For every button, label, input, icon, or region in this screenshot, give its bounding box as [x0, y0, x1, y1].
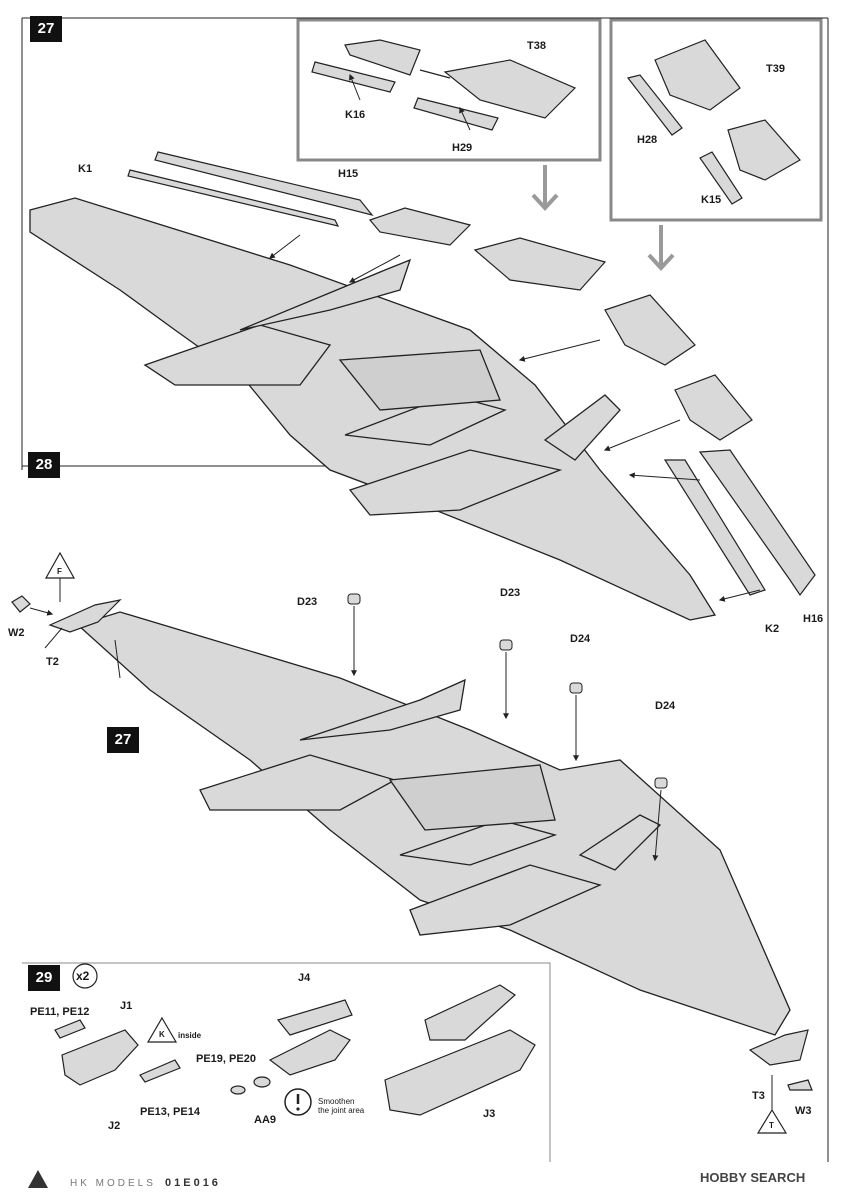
footer-brand: HK MODELS	[70, 1178, 156, 1189]
part-j2: J2	[108, 1120, 121, 1132]
part-pe19-pe20: PE19, PE20	[196, 1053, 256, 1065]
part-d24-b: D24	[655, 700, 676, 712]
smoothen-note-line1: Smoothen	[318, 1097, 355, 1106]
part-w3: W3	[795, 1105, 812, 1117]
hobby-search-watermark: HOBBY SEARCH	[700, 1170, 806, 1185]
inset-right-flap-parts	[626, 39, 801, 205]
step27-flaps	[127, 151, 816, 597]
part-t3: T3	[752, 1090, 765, 1102]
part-pe11-pe12: PE11, PE12	[30, 1006, 90, 1018]
step28-d-parts	[347, 593, 668, 789]
part-j3: J3	[483, 1108, 496, 1120]
step29-frame	[22, 962, 551, 1162]
part-k16: K16	[345, 109, 366, 121]
step27-arrows	[269, 234, 761, 602]
part-k15: K15	[701, 194, 722, 206]
footer-code: 01E016	[165, 1177, 221, 1189]
part-h28: H28	[637, 134, 658, 146]
part-t2: T2	[46, 656, 59, 668]
part-w2: W2	[8, 627, 25, 639]
part-t38: T38	[527, 40, 546, 52]
k-warning-triangle	[146, 1016, 178, 1043]
step28-arrows	[29, 606, 662, 862]
part-h16: H16	[803, 613, 824, 625]
part-k1: K1	[78, 163, 93, 175]
t-warning-triangle	[756, 1108, 788, 1134]
x2-badge-circle	[72, 963, 98, 989]
step29-parts	[54, 984, 536, 1116]
inset-arrows	[531, 165, 675, 271]
triangle-t-label: T	[769, 1121, 774, 1130]
inset-box-right	[609, 18, 823, 222]
part-k2: K2	[765, 623, 780, 635]
smoothen-note-line2: the joint area	[318, 1106, 365, 1115]
inside-note: inside	[178, 1031, 202, 1040]
step28-tips	[11, 595, 813, 1091]
part-aa9: AA9	[254, 1114, 277, 1126]
step-27-ref-badge: 27	[107, 727, 139, 753]
part-h15: H15	[338, 168, 359, 180]
triangle-f-label: F	[57, 567, 62, 576]
triangle-k-label: K	[159, 1030, 165, 1039]
inset-left-arrows	[348, 73, 471, 131]
step27-wing	[29, 197, 717, 621]
step-28-badge: 28	[28, 452, 60, 478]
x2-label: x2	[76, 969, 90, 983]
part-d24-a: D24	[570, 633, 591, 645]
hk-logo-icon	[28, 1170, 48, 1188]
part-d23-b: D23	[500, 587, 521, 599]
part-pe13-pe14: PE13, PE14	[140, 1106, 200, 1118]
part-t39: T39	[766, 63, 785, 75]
part-d23-a: D23	[297, 596, 318, 608]
step-27-badge: 27	[30, 16, 62, 42]
part-h29: H29	[452, 142, 473, 154]
step-29-badge: 29	[28, 965, 60, 991]
part-j1: J1	[120, 1000, 133, 1012]
step28-wing	[76, 611, 791, 1036]
part-j4: J4	[298, 972, 311, 984]
